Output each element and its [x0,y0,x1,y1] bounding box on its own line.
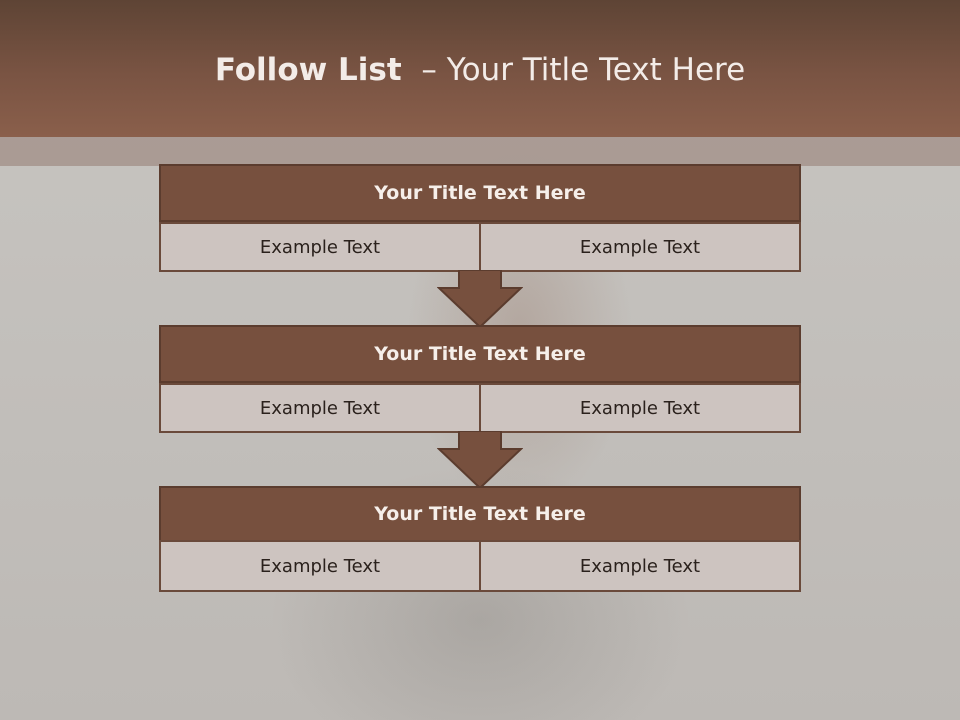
step-cell-left-2: Example Text [159,383,481,433]
header-bar [0,0,960,137]
down-arrow-icon [437,431,523,490]
step-title-3: Your Title Text Here [159,486,801,542]
step-cell-right-1: Example Text [479,222,801,272]
step-card-2: Your Title Text Here Example Text Exampl… [159,325,801,433]
step-cell-left-1: Example Text [159,222,481,272]
step-title-1: Your Title Text Here [159,164,801,222]
header-band [0,137,960,166]
step-cell-right-3: Example Text [479,540,801,592]
page-title: Follow List – Your Title Text Here [0,52,960,88]
step-card-1: Your Title Text Here Example Text Exampl… [159,164,801,272]
down-arrow-icon [437,270,523,329]
page-title-rest: – Your Title Text Here [401,52,746,88]
step-card-3: Your Title Text Here Example Text Exampl… [159,486,801,592]
step-title-2: Your Title Text Here [159,325,801,383]
step-cell-right-2: Example Text [479,383,801,433]
step-cell-left-3: Example Text [159,540,481,592]
page-title-bold: Follow List [214,52,402,88]
